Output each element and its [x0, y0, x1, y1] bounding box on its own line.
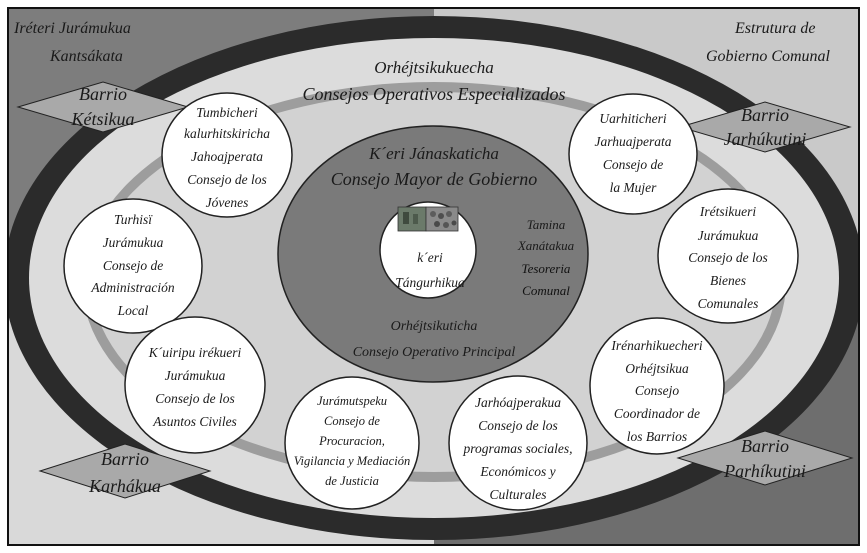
tamina-line: Xanátakua [517, 238, 575, 253]
council-circle [657, 188, 799, 324]
barrio-label-line1: Barrio [101, 449, 149, 469]
council-circle [63, 198, 203, 334]
principal-subtitle: Consejo Operativo Principal [353, 345, 516, 360]
council-circle [161, 92, 293, 218]
council-mujer: Uarhiticheri Jarhuajperata Consejo de la… [568, 93, 698, 215]
corner-top-left-line2: Kantsákata [49, 48, 123, 65]
barrio-label-line2: Karhákua [88, 476, 161, 496]
center-title: K´eri Jánaskaticha [368, 144, 499, 163]
barrio-jarhukutini: Barrio Jarhúkutini [678, 101, 852, 153]
council-line: Local [117, 303, 149, 318]
barrio-parhikutini: Barrio Parhíkutini [676, 430, 854, 486]
council-line: Jurámukua [698, 228, 759, 243]
council-coordinador: Irénarhikuecheri Orhéjtsikua Consejo Coo… [589, 317, 725, 455]
council-line: Jarhóajperakua [475, 395, 561, 410]
barrio-diamond [678, 101, 852, 153]
barrio-label-line1: Barrio [741, 105, 789, 125]
council-line: Turhisï [114, 212, 153, 227]
council-line: Jurámutspeku [317, 394, 387, 408]
council-line: K´uiripu irékueri [148, 345, 242, 360]
council-line: Coordinador de [614, 406, 700, 421]
council-line: Jurámukua [103, 235, 164, 250]
council-line: Jurámukua [165, 368, 226, 383]
council-line: Consejo de los [155, 391, 235, 406]
council-line: Jarhuajperata [595, 134, 672, 149]
council-line: la Mujer [610, 180, 658, 195]
principal-title: Orhéjtsikuticha [391, 319, 478, 334]
council-circle [448, 375, 588, 511]
council-line: Consejo de los [688, 250, 768, 265]
council-line: Procuracion, [318, 434, 385, 448]
council-line: de Justicia [325, 474, 379, 488]
council-line: Jahoajperata [191, 149, 263, 164]
council-line: Uarhiticheri [599, 111, 666, 126]
barrio-label-line1: Barrio [79, 84, 127, 104]
council-line: kalurhitskiricha [184, 126, 270, 141]
council-line: Culturales [489, 487, 546, 502]
council-line: Comunales [698, 296, 759, 311]
council-line: Vigilancia y Mediación [294, 454, 410, 468]
center-subtitle: Consejo Mayor de Gobierno [331, 169, 537, 189]
council-line: Consejo de los [187, 172, 267, 187]
council-line: Jóvenes [206, 195, 249, 210]
barrio-ketsikua: Barrio Kétsikua [16, 81, 190, 133]
council-line: Consejo de los [478, 418, 558, 433]
tamina-line: Comunal [522, 283, 570, 298]
barrio-label-line2: Parhíkutini [723, 461, 806, 481]
council-line: Económicos y [479, 464, 555, 479]
council-line: Irétsikueri [699, 204, 756, 219]
barrio-diamond [676, 430, 854, 486]
corner-top-left-line1: Iréteri Jurámukua [13, 20, 131, 37]
council-civiles: K´uiripu irékueri Jurámukua Consejo de l… [124, 316, 266, 454]
council-line: Consejo de [103, 258, 163, 273]
outer-ring-subtitle: Consejos Operativos Especializados [303, 84, 566, 104]
tamina-line: Tesoreria [522, 261, 571, 276]
council-line: Irénarhikuecheri [610, 338, 702, 353]
barrio-label-line2: Kétsikua [71, 109, 135, 129]
council-line: Consejo de [324, 414, 380, 428]
council-circle [589, 317, 725, 455]
council-line: Asuntos Civiles [152, 414, 237, 429]
council-circle [124, 316, 266, 454]
council-programas: Jarhóajperakua Consejo de los programas … [448, 375, 588, 511]
barrio-diamond [38, 443, 212, 499]
council-jovenes: Tumbicheri kalurhitskiricha Jahoajperata… [161, 92, 293, 218]
barrio-label-line2: Jarhúkutini [724, 129, 807, 149]
council-line: los Barrios [627, 429, 687, 444]
keri-line1: k´eri [417, 250, 443, 265]
frame-border [7, 7, 860, 546]
keri-photo-image [397, 206, 459, 232]
council-line: Administración [90, 280, 174, 295]
council-line: Orhéjtsikua [625, 361, 689, 376]
council-circle [284, 376, 420, 510]
council-line: Tumbicheri [196, 105, 258, 120]
council-circle [568, 93, 698, 215]
barrio-label-line1: Barrio [741, 436, 789, 456]
barrio-karhakua: Barrio Karhákua [38, 443, 212, 499]
council-line: Consejo [635, 383, 680, 398]
council-line: programas sociales, [462, 441, 572, 456]
corner-top-right-line2: Gobierno Comunal [706, 48, 831, 65]
tamina-line: Tamina [527, 217, 566, 232]
council-line: Consejo de [603, 157, 663, 172]
council-bienes: Irétsikueri Jurámukua Consejo de los Bie… [657, 188, 799, 324]
council-procuracion: Jurámutspeku Consejo de Procuracion, Vig… [284, 376, 420, 510]
council-line: Bienes [710, 273, 746, 288]
keri-line2: Tángurhikua [395, 275, 465, 290]
outer-ring-title: Orhéjtsikukuecha [374, 58, 494, 77]
council-administracion: Turhisï Jurámukua Consejo de Administrac… [63, 198, 203, 334]
corner-top-right-line1: Estrutura de [734, 20, 815, 37]
